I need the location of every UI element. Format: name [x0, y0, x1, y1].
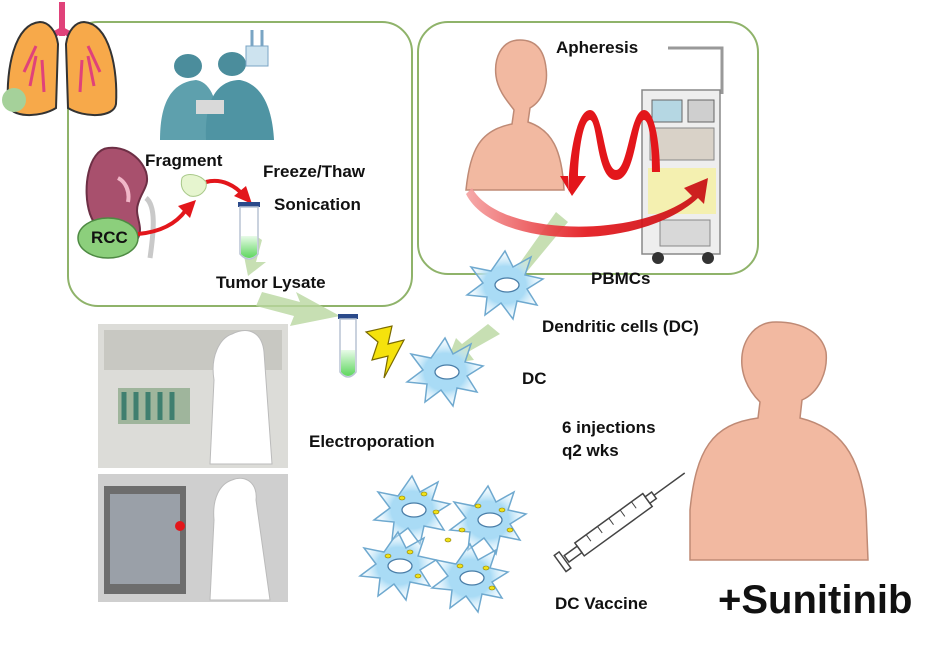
pbmcs-label: PBMCs [591, 269, 651, 288]
fragment-label: Fragment [145, 151, 223, 170]
patient-torso-icon [689, 321, 869, 561]
dc-label: DC [522, 369, 547, 388]
surgeons-photo [150, 30, 278, 142]
syringe-icon [553, 472, 686, 573]
apheresis-spiral-arrow [560, 110, 660, 200]
electroporation-tube-icon [338, 314, 358, 378]
kidney-icon [85, 146, 156, 259]
rcc-label: RCC [91, 228, 128, 247]
freeze-thaw-label: Freeze/Thaw [263, 162, 366, 181]
lab-photo-top [98, 324, 288, 468]
apheresis-flow-arrow [466, 178, 708, 238]
dendritic-cells-label: Dendritic cells (DC) [542, 317, 699, 336]
electroporation-label: Electroporation [309, 432, 435, 451]
lightning-icon [364, 325, 406, 379]
apheresis-label: Apheresis [556, 38, 639, 57]
rcc-tumor [77, 217, 139, 259]
lab-photo-bottom [98, 474, 288, 602]
dc-vaccine-cluster [359, 475, 527, 613]
sonication-label: Sonication [274, 195, 361, 214]
test-tube-icon [238, 202, 260, 260]
tumor-processing-panel [67, 21, 413, 307]
dc-vaccine-label: DC Vaccine [555, 594, 648, 613]
rcc-to-fragment-arrow [137, 208, 188, 236]
lungs-icon [2, 2, 118, 116]
tumor-lysate-label: Tumor Lysate [216, 273, 326, 292]
injection-interval-label: q2 wks [562, 441, 619, 460]
apheresis-machine-icon [641, 46, 724, 264]
sunitinib-label: +Sunitinib [718, 578, 913, 622]
injections-label: 6 injections [562, 418, 656, 437]
human-torso-icon [465, 39, 565, 191]
lysate-to-tube-arrow [256, 292, 340, 326]
fragment-icon [180, 174, 207, 197]
apheresis-panel [417, 21, 759, 275]
